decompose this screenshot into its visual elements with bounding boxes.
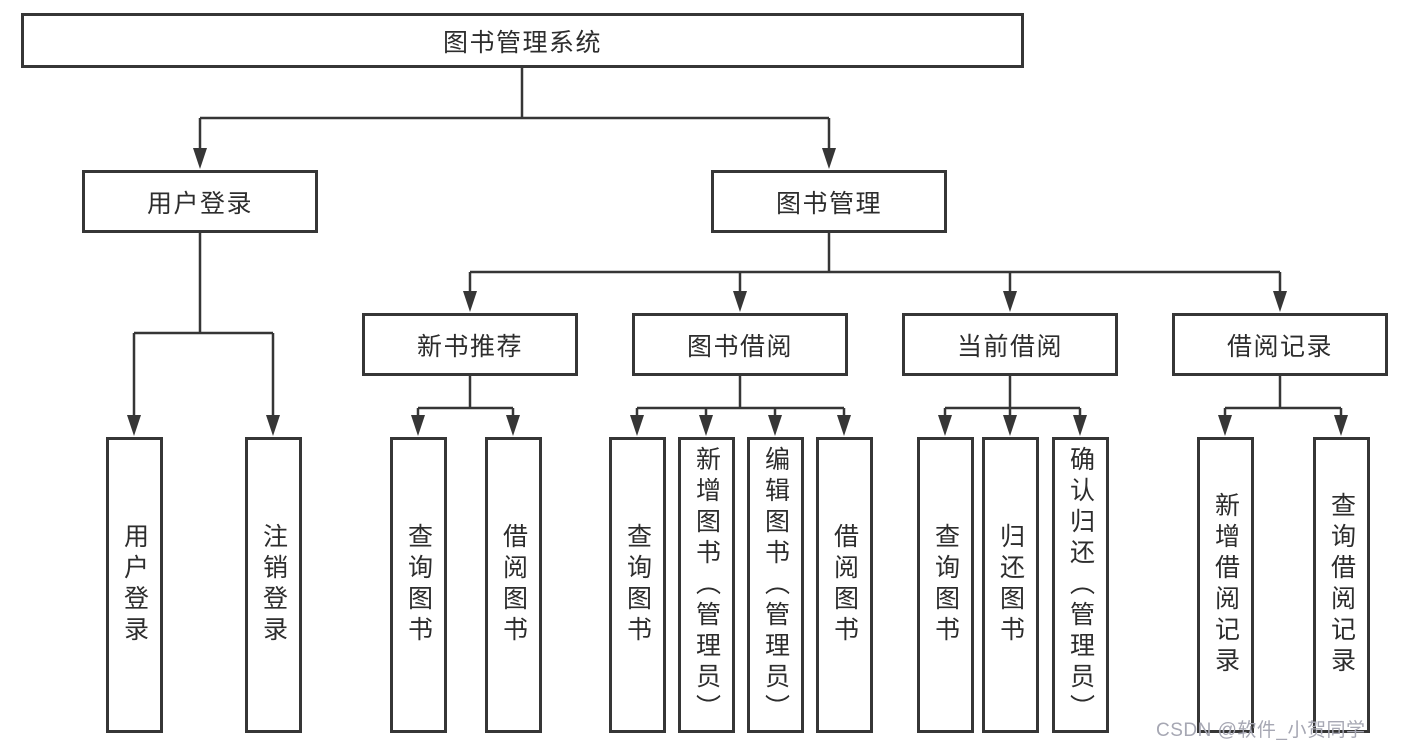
leaf-borrow-books-borrowing: 借阅图书 [815, 437, 873, 733]
leaf-label: 查询图书 [623, 523, 652, 647]
leaf-query-books-recommend: 查询图书 [389, 437, 447, 733]
leaf-label: 新增图书（管理员） [692, 445, 721, 725]
node-new-book-recommendation: 新书推荐 [362, 313, 578, 376]
node-book-management-system: 图书管理系统 [21, 13, 1024, 68]
leaf-label: 借阅图书 [499, 523, 528, 647]
leaf-label: 查询图书 [404, 523, 433, 647]
leaf-add-books-admin: 新增图书（管理员） [677, 437, 735, 733]
leaf-query-books-borrowing: 查询图书 [608, 437, 666, 733]
node-current-borrowing: 当前借阅 [902, 313, 1118, 376]
leaf-label: 确认归还（管理员） [1066, 445, 1095, 725]
csdn-watermark: CSDN @软件_小贺同学 [1156, 720, 1366, 741]
leaf-query-books-current: 查询图书 [916, 437, 974, 733]
leaf-add-borrow-record: 新增借阅记录 [1196, 437, 1254, 733]
node-book-management: 图书管理 [711, 170, 947, 233]
leaf-return-books: 归还图书 [981, 437, 1039, 733]
leaf-borrow-books-recommend: 借阅图书 [484, 437, 542, 733]
node-book-borrowing: 图书借阅 [632, 313, 848, 376]
leaf-label: 归还图书 [996, 523, 1025, 647]
arrowhead-icons [127, 148, 1348, 436]
leaf-label: 注销登录 [259, 523, 288, 647]
node-user-login: 用户登录 [82, 170, 318, 233]
node-borrowing-records: 借阅记录 [1172, 313, 1388, 376]
leaf-confirm-return-admin: 确认归还（管理员） [1051, 437, 1109, 733]
leaf-label: 查询图书 [931, 523, 960, 647]
leaf-label: 用户登录 [120, 523, 149, 647]
leaf-edit-books-admin: 编辑图书（管理员） [746, 437, 804, 733]
leaf-label: 编辑图书（管理员） [761, 445, 790, 725]
leaf-label: 新增借阅记录 [1211, 492, 1240, 678]
leaf-user-login: 用户登录 [105, 437, 163, 733]
leaf-query-borrow-record: 查询借阅记录 [1312, 437, 1370, 733]
leaf-label: 查询借阅记录 [1327, 492, 1356, 678]
leaf-logout: 注销登录 [244, 437, 302, 733]
leaf-label: 借阅图书 [830, 523, 859, 647]
